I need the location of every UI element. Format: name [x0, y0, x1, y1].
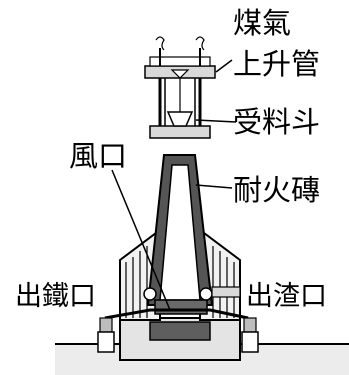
label-uptake-pipe: 上升管: [233, 47, 321, 81]
label-receiving-hopper: 受料斗: [233, 105, 321, 139]
label-iron-taphole: 出鐵口: [15, 281, 96, 312]
top-structure: [144, 36, 216, 139]
label-slag-notch: 出渣口: [246, 281, 327, 312]
label-tuyere: 風口: [69, 139, 128, 173]
tuyere-and-taps: [97, 286, 259, 353]
leader-lines: [111, 59, 237, 311]
label-refractory-brick: 耐火磚: [233, 173, 321, 207]
foundation: [55, 317, 349, 375]
label-coal-gas: 煤氣: [233, 6, 292, 40]
